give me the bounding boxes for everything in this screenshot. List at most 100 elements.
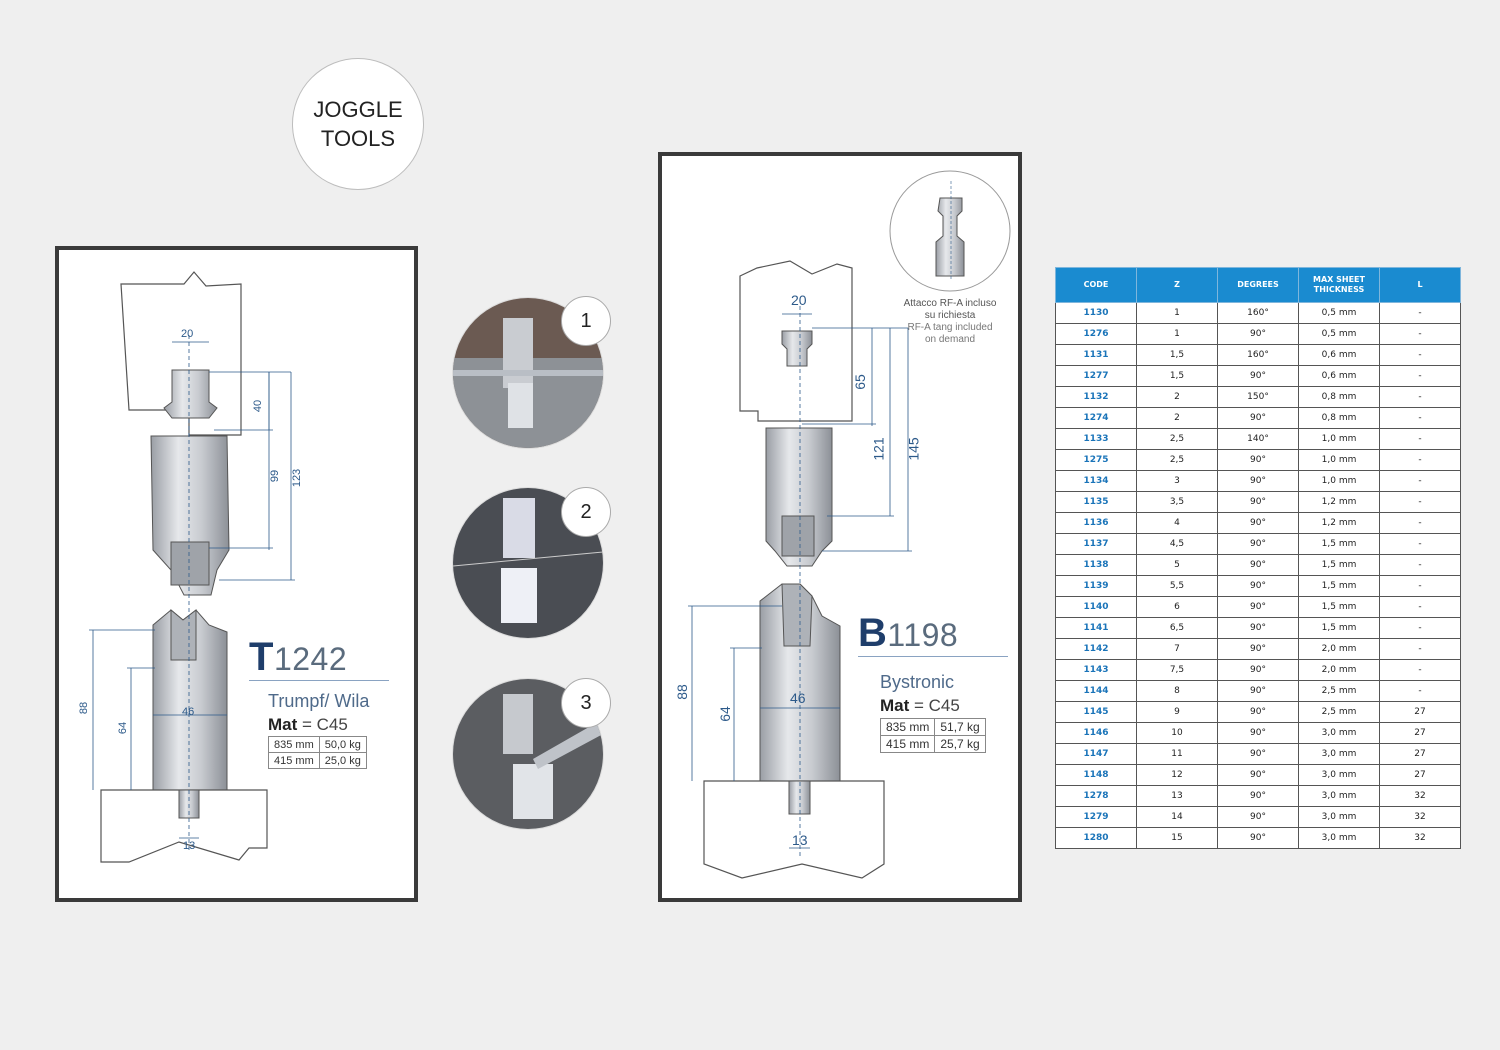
degrees-cell: 90°	[1217, 596, 1299, 618]
code-cell: 1143	[1055, 659, 1137, 681]
z-cell: 7,5	[1136, 659, 1218, 681]
l-cell: -	[1379, 575, 1461, 597]
rf-note-en-1: RF-A tang included	[907, 322, 993, 333]
l-cell: 27	[1379, 764, 1461, 786]
thickness-cell: 3,0 mm	[1298, 743, 1380, 765]
degrees-cell: 90°	[1217, 470, 1299, 492]
degrees-cell: 90°	[1217, 323, 1299, 345]
degrees-cell: 90°	[1217, 365, 1299, 387]
z-cell: 2	[1136, 407, 1218, 429]
dim-88: 88	[673, 684, 690, 700]
thickness-cell: 3,0 mm	[1298, 722, 1380, 744]
code-cell: 1280	[1055, 827, 1137, 849]
dim-99: 99	[269, 469, 282, 483]
dim-65: 65	[851, 374, 868, 390]
thickness-cell: 1,2 mm	[1298, 512, 1380, 534]
z-cell: 3,5	[1136, 491, 1218, 513]
code-letter: B	[858, 611, 888, 655]
step-number-1: 1	[561, 296, 611, 346]
l-cell: 27	[1379, 701, 1461, 723]
dim-13: 13	[183, 840, 196, 852]
z-cell: 2,5	[1136, 428, 1218, 450]
z-cell: 2	[1136, 386, 1218, 408]
degrees-cell: 90°	[1217, 575, 1299, 597]
badge-line-2: TOOLS	[320, 126, 396, 151]
thickness-cell: 0,5 mm	[1298, 302, 1380, 324]
process-photo-1	[453, 298, 603, 448]
thickness-cell: 1,5 mm	[1298, 596, 1380, 618]
code-cell: 1275	[1055, 449, 1137, 471]
step-number-2: 2	[561, 487, 611, 537]
l-cell: -	[1379, 449, 1461, 471]
code-cell: 1278	[1055, 785, 1137, 807]
code-cell: 1147	[1055, 743, 1137, 765]
z-cell: 5	[1136, 554, 1218, 576]
z-cell: 7	[1136, 638, 1218, 660]
thickness-cell: 1,5 mm	[1298, 554, 1380, 576]
degrees-cell: 90°	[1217, 512, 1299, 534]
z-cell: 9	[1136, 701, 1218, 723]
z-cell: 5,5	[1136, 575, 1218, 597]
z-cell: 14	[1136, 806, 1218, 828]
length-cell: 835 mm	[268, 736, 320, 753]
rf-note-it-1: Attacco RF-A incluso	[903, 298, 997, 309]
z-cell: 8	[1136, 680, 1218, 702]
l-cell: 32	[1379, 806, 1461, 828]
dim-145: 145	[905, 437, 922, 461]
code-cell: 1145	[1055, 701, 1137, 723]
material-label: Mat = C45	[268, 715, 348, 735]
thickness-cell: 2,5 mm	[1298, 680, 1380, 702]
thickness-cell: 0,5 mm	[1298, 323, 1380, 345]
l-cell: -	[1379, 491, 1461, 513]
thickness-cell: 2,0 mm	[1298, 638, 1380, 660]
l-cell: -	[1379, 428, 1461, 450]
thickness-cell: 2,5 mm	[1298, 701, 1380, 723]
code-cell: 1139	[1055, 575, 1137, 597]
degrees-cell: 90°	[1217, 722, 1299, 744]
l-cell: -	[1379, 533, 1461, 555]
thickness-cell: 1,5 mm	[1298, 533, 1380, 555]
badge-line-1: JOGGLE	[313, 97, 403, 122]
col-code: CODE	[1055, 267, 1137, 303]
code-cell: 1148	[1055, 764, 1137, 786]
degrees-cell: 90°	[1217, 680, 1299, 702]
z-cell: 6,5	[1136, 617, 1218, 639]
code-cell: 1144	[1055, 680, 1137, 702]
thickness-cell: 1,0 mm	[1298, 470, 1380, 492]
thickness-cell: 3,0 mm	[1298, 806, 1380, 828]
b1198-drawing	[688, 170, 1011, 879]
dim-13: 13	[792, 832, 808, 848]
brand-label: Bystronic	[880, 672, 955, 692]
code-cell: 1141	[1055, 617, 1137, 639]
length-cell: 835 mm	[879, 718, 936, 736]
tool-panel-t1242: 20 40 99 123 88 64 46 13 T1242 Trumpf/ W…	[55, 246, 418, 902]
spec-table: CODE Z DEGREES MAX SHEET THICKNESS L 113…	[1055, 267, 1461, 849]
col-z: Z	[1136, 267, 1218, 303]
thickness-cell: 3,0 mm	[1298, 827, 1380, 849]
col-l: L	[1379, 267, 1461, 303]
code-cell: 1274	[1055, 407, 1137, 429]
thickness-cell: 2,0 mm	[1298, 659, 1380, 681]
mat-value: = C45	[297, 715, 348, 734]
z-cell: 1	[1136, 323, 1218, 345]
col-max-thickness: MAX SHEET THICKNESS	[1298, 267, 1380, 303]
dim-64: 64	[117, 721, 130, 735]
code-cell: 1132	[1055, 386, 1137, 408]
degrees-cell: 160°	[1217, 302, 1299, 324]
l-cell: -	[1379, 302, 1461, 324]
